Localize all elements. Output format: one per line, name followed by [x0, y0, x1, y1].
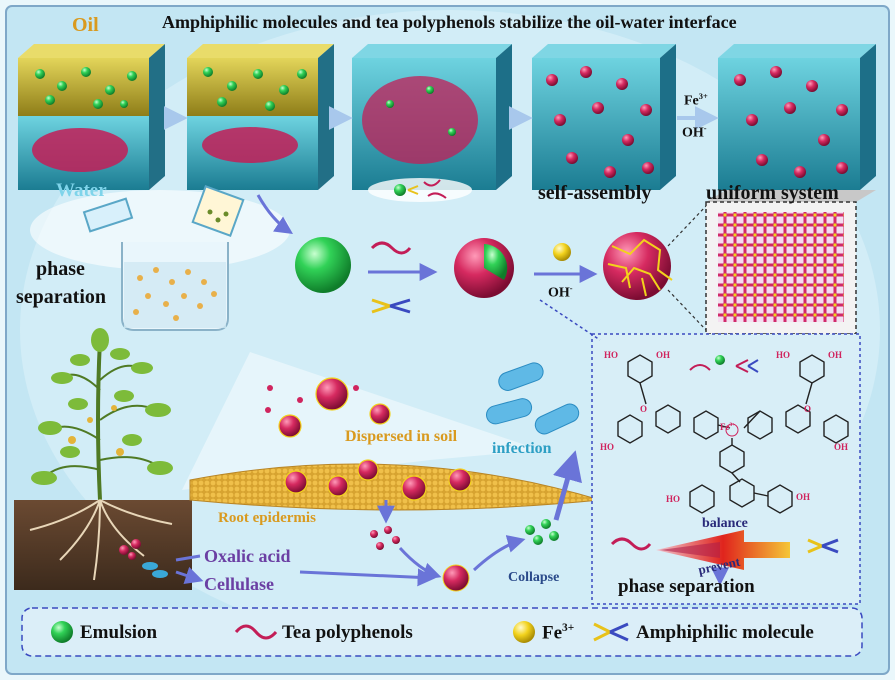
phase-label-line1: phase: [36, 258, 85, 280]
collapse-label: Collapse: [508, 570, 560, 585]
oh-reagent-label: OH-: [682, 124, 707, 141]
balance-label: balance: [702, 516, 748, 531]
block-3: [352, 44, 512, 190]
fe-reagent-label: Fe3+: [684, 92, 708, 109]
legend-emulsion: Emulsion: [80, 622, 158, 643]
oxalic-acid-label: Oxalic acid: [204, 546, 291, 566]
block-4: [532, 44, 676, 190]
oh-label-1: OH: [656, 350, 671, 360]
oh-label-2: OH: [828, 350, 843, 360]
infection-label: infection: [492, 440, 552, 457]
legend-tea-polyphenols: Tea polyphenols: [282, 622, 413, 643]
ho-label-1: HO: [604, 350, 619, 360]
beaker-illustration: [30, 185, 290, 331]
ho-label-3: HO: [600, 442, 615, 452]
plant-illustration: [14, 328, 192, 590]
assembled-droplets: [546, 66, 848, 178]
chemical-structure: [617, 354, 849, 514]
oil-label: Oil: [72, 14, 99, 36]
legend-amphiphilic: Amphiphilic molecule: [636, 622, 814, 643]
dispersed-in-soil-label: Dispersed in soil: [345, 428, 458, 445]
legend-fe: Fe3+: [542, 622, 575, 644]
oh-arrow-label: OH-: [548, 284, 573, 301]
fe-crosslinked-droplet: [603, 232, 673, 300]
coated-droplet: [454, 238, 514, 298]
oil-droplets: [35, 67, 456, 136]
block-2: [187, 44, 334, 190]
fe-center-label: Fe3+: [720, 422, 736, 432]
o-label-1: O: [640, 404, 648, 414]
phase-label-line2: separation: [16, 286, 106, 308]
phase-separation-bottom-label: phase separation: [618, 576, 755, 597]
oh-label-4: OH: [796, 492, 811, 502]
oh-label-3: OH: [834, 442, 849, 452]
ho-label-4: HO: [666, 494, 681, 504]
bacteria: [486, 362, 580, 435]
emulsion-droplet: [295, 237, 351, 293]
o-label-2: O: [804, 404, 812, 414]
root-epidermis-label: Root epidermis: [218, 510, 316, 526]
self-assembly-label: self-assembly: [538, 182, 652, 204]
soil-droplets: [278, 377, 472, 501]
uniform-system-label: uniform system: [706, 182, 839, 204]
cellulase-label: Cellulase: [204, 574, 274, 594]
block-1: [18, 44, 165, 190]
diagram-title: Amphiphilic molecules and tea polyphenol…: [162, 12, 737, 32]
ho-label-2: HO: [776, 350, 791, 360]
water-label: Water: [56, 180, 107, 201]
